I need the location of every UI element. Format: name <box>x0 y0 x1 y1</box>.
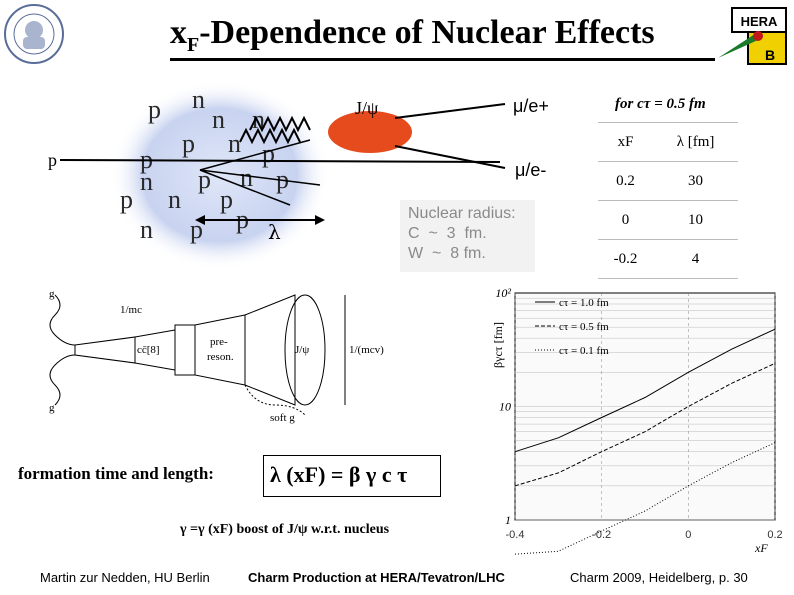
svg-text:B: B <box>765 47 775 63</box>
table-header-cell: xF <box>598 122 654 162</box>
track <box>199 169 321 186</box>
muon-plus-track <box>394 103 506 119</box>
table-caption: for cτ = 0.5 fm <box>615 96 706 112</box>
x-axis-label: xF <box>754 541 768 555</box>
table-row: 0 10 <box>598 200 738 240</box>
jpsi-label: J/ψ <box>355 98 379 118</box>
color-octet-diagram: g g 1/mc cc̄[8] pre- reson. J/ψ 1/(mcv) … <box>49 288 384 424</box>
mcv-label: 1/(mcv) <box>349 344 384 356</box>
soft-gluon-label: soft g <box>270 412 295 424</box>
y-tick-label: 1 <box>505 513 511 527</box>
track <box>199 169 291 206</box>
jpsi-blob <box>328 111 412 153</box>
table-cell: -0.2 <box>598 239 654 279</box>
nucleon-label: n <box>192 85 205 114</box>
trajectory-lines <box>59 103 506 225</box>
formation-label: formation time and length: <box>18 464 214 483</box>
table-row: -0.2 4 <box>598 239 738 279</box>
nucleon-label: n <box>240 163 253 192</box>
nucleus-diagram: pnnnppnpnpnppnpnpp <box>110 80 330 270</box>
gluon-line <box>49 354 76 406</box>
lambda-table: xF λ [fm] 0.2 30 0 10 -0.2 4 <box>598 122 738 279</box>
table-header-cell: λ [fm] <box>653 122 738 162</box>
hera-b-logo: HERA B <box>718 7 787 65</box>
track <box>199 139 311 171</box>
table-cell: 30 <box>653 161 738 201</box>
muon-minus-label: μ/e- <box>515 160 547 180</box>
series-line <box>514 362 776 487</box>
nuclear-radius-tungsten: W ~ 8 fm. <box>408 245 486 262</box>
legend-label: cτ = 0.1 fm <box>559 345 609 357</box>
nuclear-radius-carbon: C ~ 3 fm. <box>408 225 487 242</box>
gluon-line <box>239 127 301 145</box>
series-line <box>514 328 776 453</box>
projectile-label: p <box>48 150 57 170</box>
beam-line <box>59 159 501 163</box>
nucleon-label: p <box>120 185 133 214</box>
jpsi-label: J/ψ <box>295 344 309 356</box>
nuclear-radius-title: Nuclear radius: <box>408 205 516 222</box>
nucleon-label: n <box>212 105 225 134</box>
table-header-row: xF λ [fm] <box>598 122 738 162</box>
y-tick-label: 10 <box>499 400 511 414</box>
preres-label-2: reson. <box>207 351 234 363</box>
gluon-line <box>49 294 76 346</box>
nucleon-label: p <box>276 165 289 194</box>
nucleon-label: p <box>182 129 195 158</box>
nucleon-label: p <box>148 95 161 124</box>
table-cell: 0 <box>598 200 654 240</box>
nucleon-label: n <box>168 185 181 214</box>
footer-conference: Charm 2009, Heidelberg, p. 30 <box>570 570 748 585</box>
octet-label: cc̄[8] <box>137 344 160 356</box>
lambda-vs-xf-chart: -0.4 -0.2 0 0.2 1 10 10² cτ = 1.0 fm cτ = 0.5 fm… <box>491 286 783 555</box>
table-cell: 4 <box>653 239 738 279</box>
footer-talk-title: Charm Production at HERA/Tevatron/LHC <box>248 570 505 585</box>
y-tick-label: 10² <box>495 286 511 300</box>
legend-label: cτ = 0.5 fm <box>559 321 609 333</box>
gluon-bottom-label: g <box>49 402 55 414</box>
nucleon-label: n <box>140 167 153 196</box>
nucleon-label: n <box>140 215 153 244</box>
university-seal-logo <box>4 4 64 64</box>
x-tick-label: -0.4 <box>506 529 525 541</box>
gluon-top-label: g <box>49 288 55 300</box>
x-tick-label: 0 <box>685 529 691 541</box>
nucleon-label: n <box>228 129 241 158</box>
nuclear-radius-box: Nuclear radius: C ~ 3 fm. W ~ 8 fm. <box>400 200 535 272</box>
mc-label: 1/mc <box>120 304 142 316</box>
muon-minus-track <box>394 145 506 169</box>
svg-text:HERA: HERA <box>741 14 778 29</box>
formation-formula: λ (xF) = β γ c τ <box>263 455 441 497</box>
page-title: xF-Dependence of Nuclear Effects <box>170 14 655 56</box>
series-line <box>514 442 776 555</box>
footer-author: Martin zur Nedden, HU Berlin <box>40 570 210 585</box>
table-row: 0.2 30 <box>598 161 738 201</box>
table-cell: 10 <box>653 200 738 240</box>
gluon-line <box>249 115 311 133</box>
boost-note: γ =γ (xF) boost of J/ψ w.r.t. nucleus <box>180 522 390 537</box>
table-cell: 0.2 <box>598 161 654 201</box>
muon-plus-label: μ/e+ <box>513 96 549 116</box>
nucleon-label: p <box>220 185 233 214</box>
x-tick-label: -0.2 <box>592 529 611 541</box>
preres-label: pre- <box>210 336 228 348</box>
legend-label: cτ = 1.0 fm <box>559 297 609 309</box>
title-underline <box>170 58 715 61</box>
x-tick-label: 0.2 <box>767 529 782 541</box>
y-axis-label: βγcτ [fm] <box>491 322 505 368</box>
lambda-label: λ <box>268 220 281 244</box>
nucleon-label: n <box>252 105 265 134</box>
